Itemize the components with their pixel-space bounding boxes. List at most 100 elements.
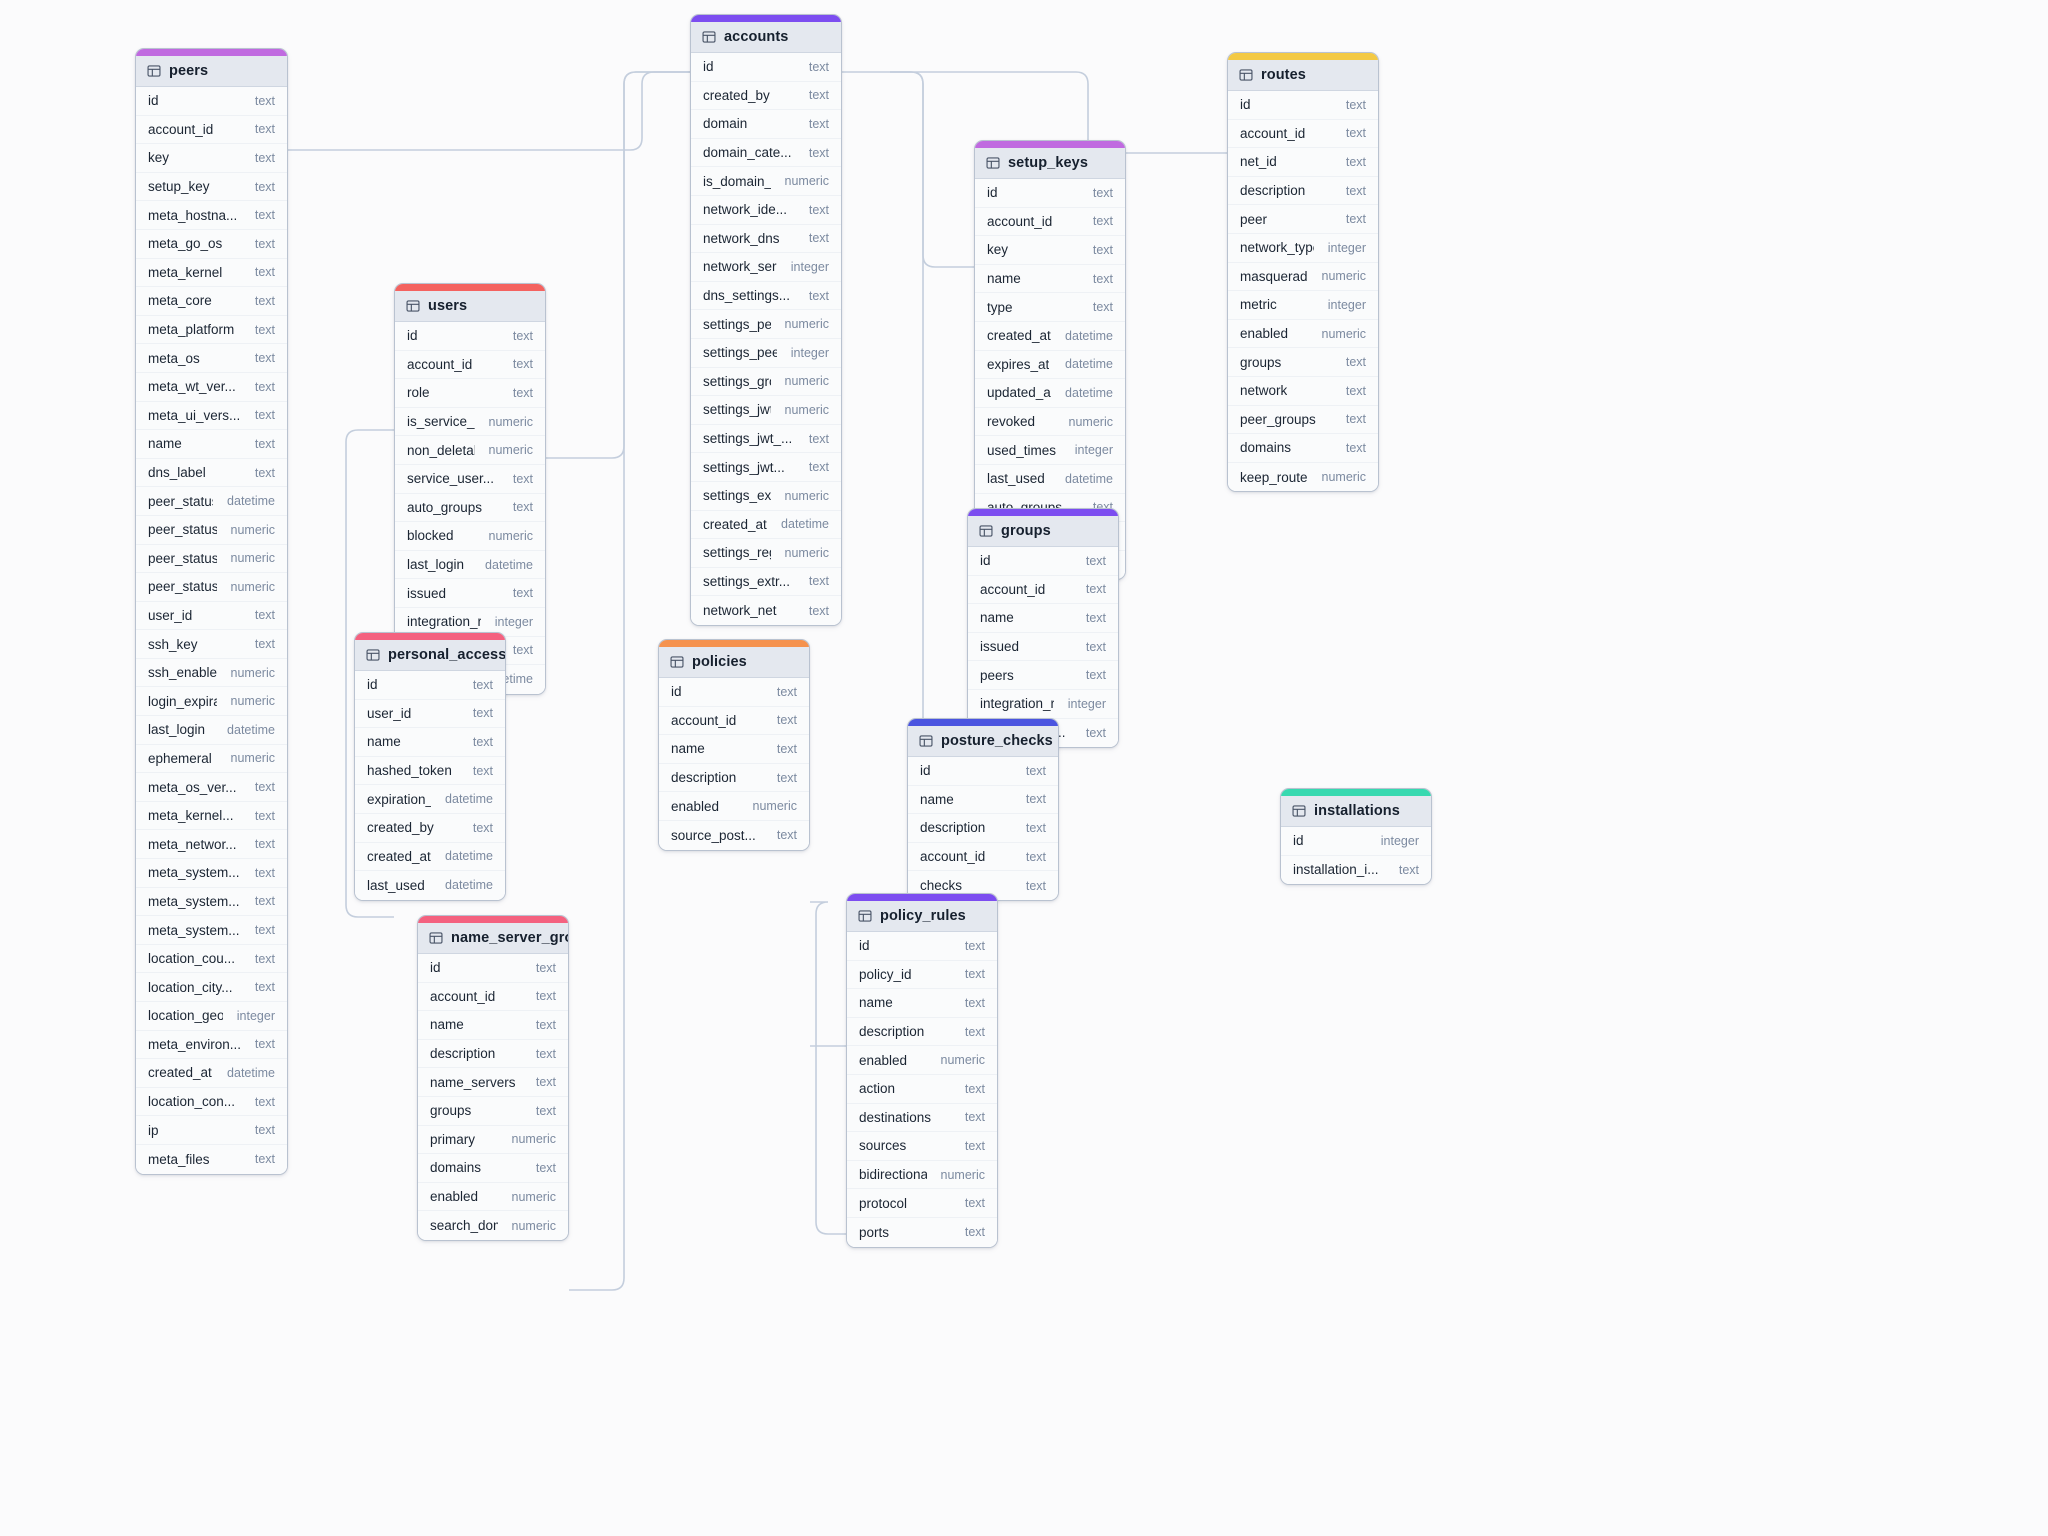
table-header[interactable]: users <box>395 291 545 322</box>
table-column-row[interactable]: settings_extr...numeric <box>691 481 841 511</box>
table-node-name_server_groups[interactable]: name_server_groupsidtextaccount_idtextna… <box>417 915 569 1241</box>
table-column-row[interactable]: settings_pee...integer <box>691 338 841 368</box>
table-column-row[interactable]: network_serialinteger <box>691 253 841 282</box>
table-header[interactable]: policy_rules <box>847 901 997 932</box>
table-column-row[interactable]: settings_gro...numeric <box>691 367 841 397</box>
table-column-row[interactable]: meta_hostna...text <box>136 201 287 230</box>
table-column-row[interactable]: peer_status_...datetime <box>136 487 287 516</box>
table-header[interactable]: setup_keys <box>975 148 1125 179</box>
table-column-row[interactable]: search_doma...numeric <box>418 1211 568 1240</box>
table-header[interactable]: routes <box>1228 60 1378 91</box>
table-column-row[interactable]: is_domain_pr...numeric <box>691 167 841 196</box>
table-header[interactable]: accounts <box>691 22 841 53</box>
table-header[interactable]: installations <box>1281 796 1431 827</box>
table-column-row[interactable]: meta_os_ver...text <box>136 773 287 802</box>
table-column-row[interactable]: location_cou...text <box>136 944 287 974</box>
table-header[interactable]: policies <box>659 647 809 678</box>
table-column-row[interactable]: meta_system...text <box>136 859 287 888</box>
table-column-row[interactable]: domain_cate...text <box>691 138 841 168</box>
table-header[interactable]: personal_access_tokens <box>355 640 505 671</box>
table-column-row[interactable]: meta_ui_vers...text <box>136 401 287 431</box>
table-column-row[interactable]: settings_reg...numeric <box>691 539 841 568</box>
table-column-row[interactable]: peer_status_...numeric <box>136 573 287 602</box>
table-column-row[interactable]: is_service_us...numeric <box>395 407 545 437</box>
table-column-row[interactable]: location_geo...integer <box>136 1002 287 1031</box>
table-column-row[interactable]: peer_status_...numeric <box>136 515 287 545</box>
table-column-row[interactable]: installation_i...text <box>1281 855 1431 885</box>
table-column-row[interactable]: meta_kernel...text <box>136 801 287 831</box>
table-column-row[interactable]: meta_system...text <box>136 887 287 917</box>
table-column-row[interactable]: non_deletablenumeric <box>395 436 545 465</box>
table-column-row[interactable]: meta_networ...text <box>136 830 287 860</box>
table-column-row[interactable]: location_city...text <box>136 973 287 1002</box>
table-column-row[interactable]: expiration_da...datetime <box>355 785 505 814</box>
table-column-row[interactable]: settings_jwt_...numeric <box>691 396 841 425</box>
